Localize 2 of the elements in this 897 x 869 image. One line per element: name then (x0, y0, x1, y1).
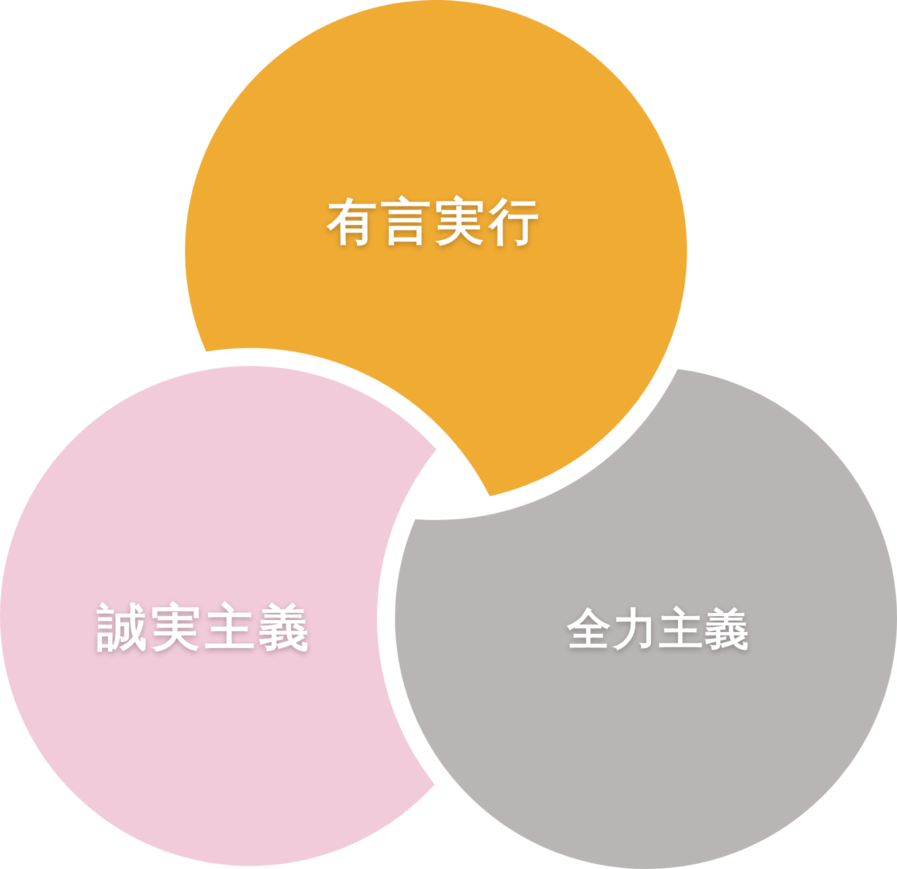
circle-label: 有言実行 (327, 194, 543, 250)
circle-label: 全力主義 (567, 606, 751, 654)
